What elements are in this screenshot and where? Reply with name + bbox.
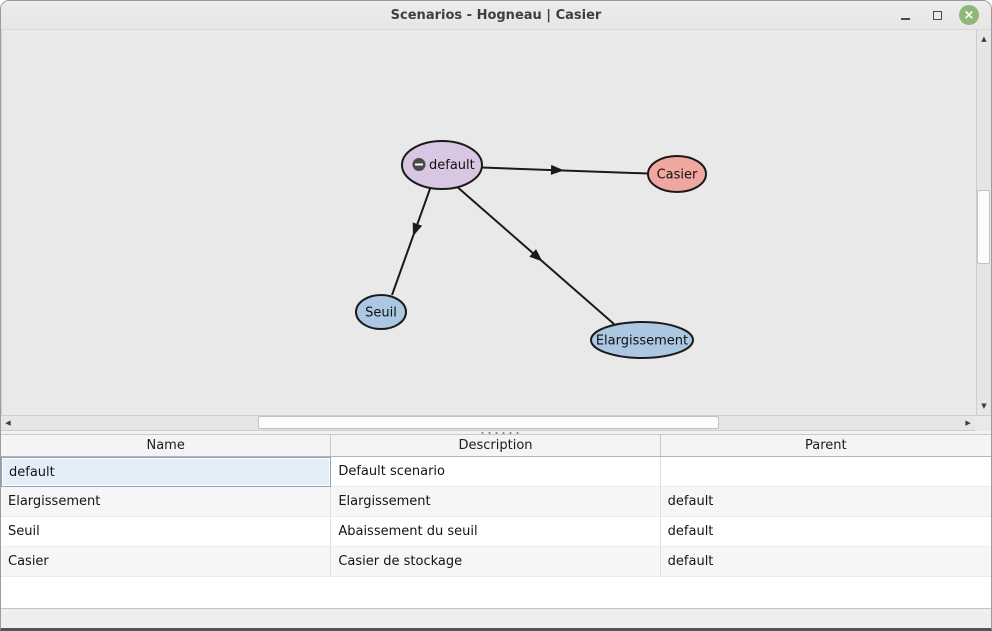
table-row[interactable]: Elargissement Elargissement default xyxy=(1,487,991,517)
scroll-right-icon[interactable]: ▶ xyxy=(965,419,971,427)
maximize-icon xyxy=(932,10,942,20)
pane-splitter[interactable] xyxy=(1,431,991,435)
window-title: Scenarios - Hogneau | Casier xyxy=(390,7,602,23)
cell-name[interactable]: Seuil xyxy=(1,517,332,547)
maximize-button[interactable] xyxy=(921,1,953,29)
cell-description[interactable]: Default scenario xyxy=(331,457,661,487)
scrollbar-corner xyxy=(975,415,991,431)
close-icon: × xyxy=(959,5,979,25)
graph-node-default[interactable]: default xyxy=(401,140,483,190)
table-row[interactable]: default Default scenario xyxy=(1,457,991,487)
minimize-icon xyxy=(900,18,910,20)
arrowhead-icon xyxy=(550,164,564,175)
close-button[interactable]: × xyxy=(953,1,985,29)
vertical-scrollbar-thumb[interactable] xyxy=(977,190,990,264)
scenario-graph: default Casier Seuil Elargissement xyxy=(355,140,707,359)
status-bar xyxy=(1,608,991,628)
edge-default-elargissement xyxy=(454,184,615,325)
cell-parent[interactable]: default xyxy=(660,517,991,547)
node-label: Seuil xyxy=(365,306,397,321)
minimize-button[interactable] xyxy=(889,1,921,29)
cell-parent[interactable] xyxy=(660,457,991,487)
cell-description[interactable]: Casier de stockage xyxy=(331,547,661,577)
splitter-grip-icon xyxy=(479,432,519,434)
horizontal-scrollbar-thumb[interactable] xyxy=(258,416,719,429)
cell-parent[interactable]: default xyxy=(660,547,991,577)
scroll-down-icon[interactable]: ▼ xyxy=(981,402,987,410)
cell-description[interactable]: Elargissement xyxy=(331,487,661,517)
cell-name-selected[interactable]: default xyxy=(1,457,332,487)
edge-default-seuil xyxy=(391,185,432,296)
edge-default-casier xyxy=(481,164,649,175)
node-label: Elargissement xyxy=(596,334,688,349)
table-header: Name Description Parent xyxy=(1,435,991,457)
scroll-up-icon[interactable]: ▲ xyxy=(981,35,987,43)
graph-node-elargissement[interactable]: Elargissement xyxy=(590,321,694,359)
arrowhead-icon xyxy=(412,222,423,237)
scenario-table: default Default scenario Elargissement E… xyxy=(1,457,991,608)
scroll-left-icon[interactable]: ◀ xyxy=(5,419,11,427)
horizontal-scrollbar[interactable]: ◀ ▶ xyxy=(1,415,976,431)
node-label: default xyxy=(429,158,475,173)
graph-node-casier[interactable]: Casier xyxy=(647,155,707,193)
column-header-parent[interactable]: Parent xyxy=(805,438,847,453)
cell-description[interactable]: Abaissement du seuil xyxy=(331,517,661,547)
graph-pane: default Casier Seuil Elargissement xyxy=(1,29,991,415)
table-row[interactable]: Seuil Abaissement du seuil default xyxy=(1,517,991,547)
graph-node-seuil[interactable]: Seuil xyxy=(355,294,407,330)
cell-name[interactable]: Elargissement xyxy=(1,487,332,517)
cell-parent[interactable]: default xyxy=(660,487,991,517)
cell-name[interactable]: Casier xyxy=(1,547,332,577)
arrowhead-icon xyxy=(529,249,543,262)
table-row[interactable]: Casier Casier de stockage default xyxy=(1,547,991,577)
horizontal-scrollbar-row: ◀ ▶ xyxy=(1,415,991,431)
vertical-scrollbar[interactable]: ▲ ▼ xyxy=(976,30,991,415)
table-empty-area xyxy=(1,577,991,608)
column-header-description[interactable]: Description xyxy=(331,435,661,456)
scenario-graph-canvas[interactable]: default Casier Seuil Elargissement xyxy=(1,30,976,415)
titlebar: Scenarios - Hogneau | Casier × xyxy=(1,1,991,29)
node-label: Casier xyxy=(657,168,698,183)
column-header-name[interactable]: Name xyxy=(1,435,332,456)
